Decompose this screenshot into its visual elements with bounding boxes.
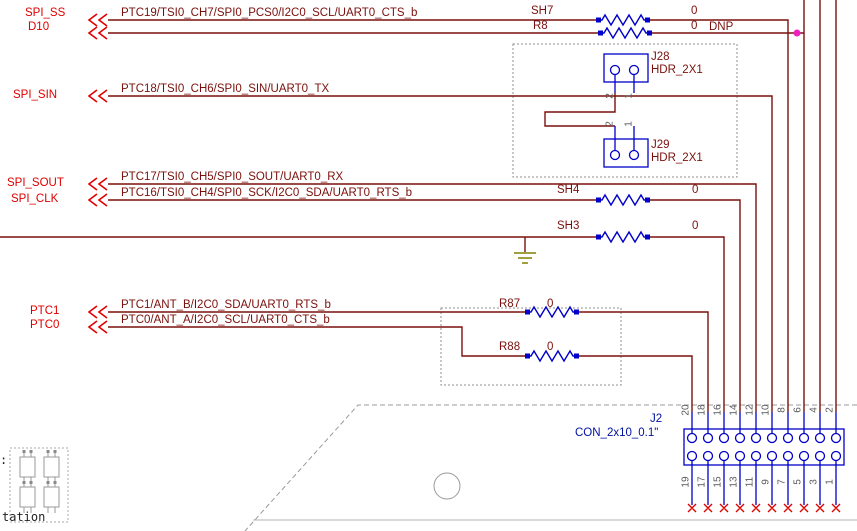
j28-pin-number: 2: [604, 93, 616, 99]
resistor-sh4[interactable]: [595, 194, 651, 206]
resistor-r8[interactable]: [597, 27, 653, 39]
refdes-j2: J2: [650, 413, 663, 425]
net-label-ptc19: PTC19/TSI0_CH7/SPI0_PCS0/I2C0_SCL/UART0_…: [121, 7, 418, 19]
j2-pin-number: 16: [712, 404, 724, 416]
group-box-resistors: [440, 307, 622, 386]
mounting-hole: [433, 472, 461, 500]
port-label-ptc0: PTC0: [30, 319, 60, 331]
value-sh7: 0: [691, 5, 698, 17]
j2-pin-number: 11: [744, 476, 756, 488]
wire-jumper-link[interactable]: [544, 93, 616, 127]
value-j28: HDR_2X1: [651, 64, 703, 76]
port-chevron-spi-sout[interactable]: [87, 177, 108, 191]
j2-pin-number: 18: [696, 404, 708, 416]
refdes-sh3: SH3: [557, 220, 580, 232]
wire-ptc0[interactable]: [108, 326, 693, 412]
j2-top-pin-stubs: [691, 412, 837, 434]
port-chevron-ptc1[interactable]: [87, 305, 108, 319]
resistor-sh7[interactable]: [595, 14, 651, 26]
net-label-ptc17: PTC17/TSI0_CH5/SPI0_SOUT/UART0_RX: [121, 171, 344, 183]
refdes-r88: R88: [499, 341, 521, 353]
resistor-sh3[interactable]: [595, 231, 651, 243]
refdes-r87: R87: [499, 298, 521, 310]
net-label-ptc18: PTC18/TSI0_CH6/SPI0_SIN/UART0_TX: [121, 83, 330, 95]
connector-j28[interactable]: [603, 53, 649, 93]
refdes-r8: R8: [533, 20, 548, 32]
refdes-j29: J29: [651, 139, 670, 151]
value-r8: 0: [691, 20, 698, 32]
j29-pin-number: 2: [604, 121, 616, 127]
group-box-footprints: [9, 447, 69, 523]
j2-pin-number: 20: [680, 404, 692, 416]
j2-bottom-pin-stubs: [691, 460, 837, 505]
j2-pin-number: 2: [824, 407, 836, 413]
value-sh4: 0: [692, 184, 699, 196]
port-label-ptc1: PTC1: [30, 305, 60, 317]
j28-pin-number: 1: [623, 93, 635, 99]
wire-ptc18[interactable]: [108, 95, 773, 412]
group-box-jumpers: [512, 43, 738, 178]
junction-dot[interactable]: [793, 29, 801, 37]
j2-pin-number: 12: [744, 404, 756, 416]
port-chevron-d10[interactable]: [87, 26, 108, 40]
net-label-ptc0: PTC0/ANT_A/I2C0_SCL/UART0_CTS_b: [121, 314, 330, 326]
j2-pin-number: 6: [792, 407, 804, 413]
port-chevron-spi-clk[interactable]: [87, 193, 108, 207]
port-chevron-spi-ss[interactable]: [87, 13, 108, 27]
j2-pin-number: 10: [760, 404, 772, 416]
refdes-j28: J28: [651, 51, 670, 63]
port-chevron-spi-sin[interactable]: [87, 89, 108, 103]
j2-pin-number: 19: [680, 476, 692, 488]
gnd-symbol[interactable]: [514, 252, 536, 264]
wire-ptc1[interactable]: [108, 311, 709, 412]
port-chevron-ptc0[interactable]: [87, 320, 108, 334]
value-j2: CON_2x10_0.1": [575, 427, 659, 439]
net-label-ptc1: PTC1/ANT_B/I2C0_SDA/UART0_RTS_b: [121, 299, 331, 311]
port-label-spi-ss: SPI_SS: [25, 7, 66, 19]
value-r87: 0: [547, 298, 554, 310]
note-r8-dnp: DNP: [709, 21, 734, 33]
left-edge-text: :: [0, 453, 8, 467]
j2-pin-number: 7: [776, 479, 788, 485]
j2-pin-number: 8: [776, 407, 788, 413]
value-j29: HDR_2X1: [651, 152, 703, 164]
port-label-spi-sout: SPI_SOUT: [7, 177, 64, 189]
port-label-spi-clk: SPI_CLK: [11, 193, 59, 205]
refdes-sh7: SH7: [531, 5, 554, 17]
board-outline: [244, 404, 857, 531]
j2-pin-number: 4: [808, 407, 820, 413]
j2-pin-number: 15: [712, 476, 724, 488]
j2-pin-number: 5: [792, 479, 804, 485]
j2-pin-number: 1: [824, 479, 836, 485]
no-connect-x-marks[interactable]: [687, 503, 841, 513]
wire-ptc17[interactable]: [108, 183, 757, 412]
bottom-left-text: tation: [2, 510, 46, 524]
net-label-ptc16: PTC16/TSI0_CH4/SPI0_SCK/I2C0_SDA/UART0_R…: [121, 187, 413, 199]
j2-pin-number: 13: [728, 476, 740, 488]
connector-j29[interactable]: [603, 126, 649, 168]
wire-ptc19[interactable]: [108, 19, 789, 412]
j29-pin-number: 1: [623, 121, 635, 127]
value-r88: 0: [547, 341, 554, 353]
j2-pin-number: 14: [728, 404, 740, 416]
j2-pin-number: 3: [808, 479, 820, 485]
wire-sh3-net[interactable]: [0, 236, 725, 412]
refdes-sh4: SH4: [557, 184, 580, 196]
wire-ptc16[interactable]: [108, 199, 741, 412]
j2-pin-number: 17: [696, 476, 708, 488]
connector-j2[interactable]: [683, 412, 845, 505]
port-label-d10: D10: [28, 21, 50, 33]
j2-pin-number: 9: [760, 479, 772, 485]
port-label-spi-sin: SPI_SIN: [13, 89, 58, 101]
footprint-preview: [19, 450, 60, 513]
value-sh3: 0: [692, 220, 699, 232]
